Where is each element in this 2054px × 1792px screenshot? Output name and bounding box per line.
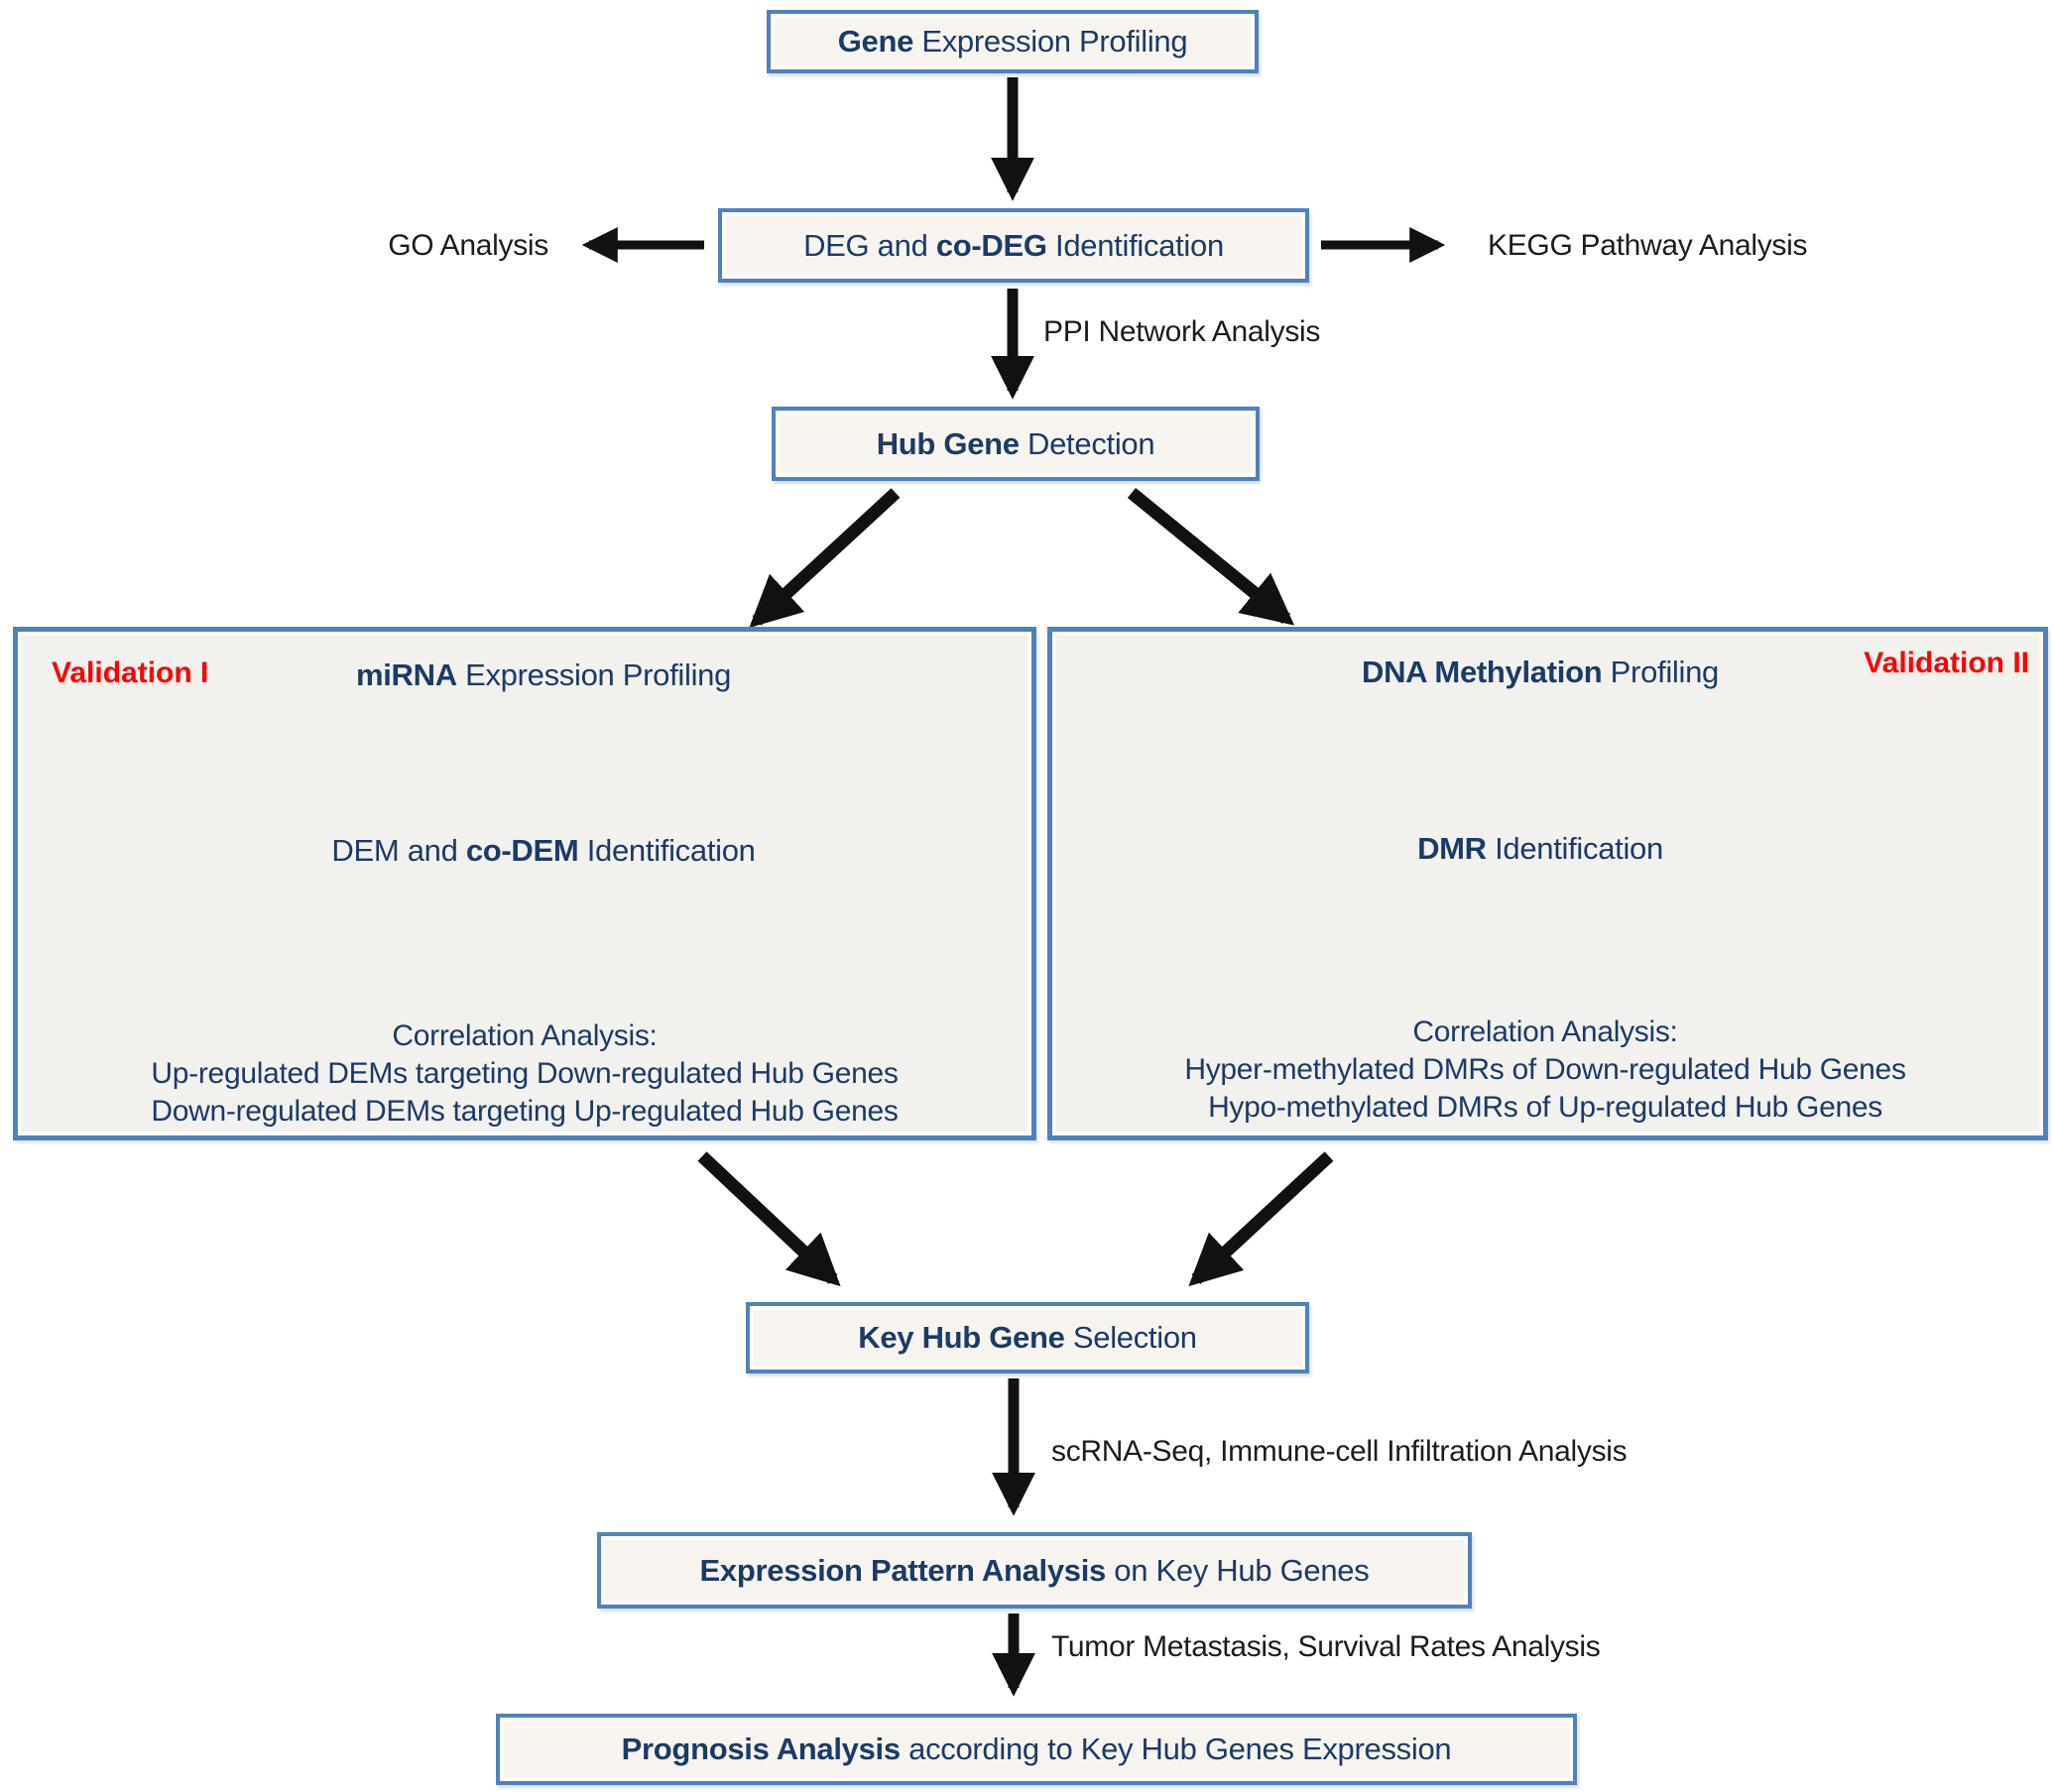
correlation-1-line-2: Down-regulated DEMs targeting Up-regulat… xyxy=(151,1095,899,1128)
node-prognosis-analysis: Prognosis Analysis according to Key Hub … xyxy=(496,1714,1577,1785)
panel-validation-1 xyxy=(13,627,1036,1140)
validation-2-tag: Validation II xyxy=(1864,647,2029,679)
label-mirna-profiling: miRNA Expression Profiling xyxy=(355,657,732,692)
node-key-hub-gene-selection: Key Hub Gene Selection xyxy=(746,1302,1309,1374)
arrow-hub-to-validation1-icon xyxy=(749,488,901,629)
node-key-label: Key Hub Gene Selection xyxy=(858,1320,1197,1355)
label-go-analysis: GO Analysis xyxy=(388,229,548,262)
label-dna-methylation-profiling: DNA Methylation Profiling xyxy=(1362,655,1719,689)
label-tumor-metastasis-survival: Tumor Metastasis, Survival Rates Analysi… xyxy=(1051,1630,1601,1663)
label-ppi-network-analysis: PPI Network Analysis xyxy=(1043,315,1321,348)
node-deg-identification: DEG and co-DEG Identification xyxy=(718,208,1309,283)
arrow-validation1-to-key-icon xyxy=(697,1151,841,1287)
panel-validation-2 xyxy=(1047,627,2048,1140)
node-hub-label: Hub Gene Detection xyxy=(876,425,1155,461)
node-expression-pattern-analysis: Expression Pattern Analysis on Key Hub G… xyxy=(597,1532,1472,1609)
node-deg-label: DEG and co-DEG Identification xyxy=(803,227,1224,263)
correlation-analysis-validation-1: Correlation Analysis: Up-regulated DEMs … xyxy=(151,1017,898,1131)
node-expression-label: Expression Pattern Analysis on Key Hub G… xyxy=(699,1552,1370,1588)
node-gene-label: Gene Expression Profiling xyxy=(837,24,1188,59)
node-gene-expression-profiling: Gene Expression Profiling xyxy=(767,10,1259,73)
correlation-2-line-2: Hypo-methylated DMRs of Up-regulated Hub… xyxy=(1208,1091,1882,1124)
label-scrna-immune-infiltration: scRNA-Seq, Immune-cell Infiltration Anal… xyxy=(1051,1435,1628,1468)
label-dmr-identification: DMR Identification xyxy=(1417,831,1663,866)
correlation-analysis-validation-2: Correlation Analysis: Hyper-methylated D… xyxy=(1184,1014,1906,1127)
node-prognosis-label: Prognosis Analysis according to Key Hub … xyxy=(621,1732,1452,1766)
correlation-1-line-1: Up-regulated DEMs targeting Down-regulat… xyxy=(151,1057,899,1090)
node-hub-gene-detection: Hub Gene Detection xyxy=(772,407,1260,481)
correlation-2-title: Correlation Analysis: xyxy=(1412,1015,1678,1048)
label-dem-identification: DEM and co-DEM Identification xyxy=(331,833,756,868)
correlation-1-title: Correlation Analysis: xyxy=(392,1019,658,1052)
correlation-2-line-1: Hyper-methylated DMRs of Down-regulated … xyxy=(1184,1053,1906,1086)
arrow-hub-to-validation2-icon xyxy=(1127,487,1295,626)
label-kegg-pathway-analysis: KEGG Pathway Analysis xyxy=(1488,229,1808,262)
arrow-validation2-to-key-icon xyxy=(1188,1151,1334,1287)
validation-1-tag: Validation I xyxy=(52,657,209,689)
